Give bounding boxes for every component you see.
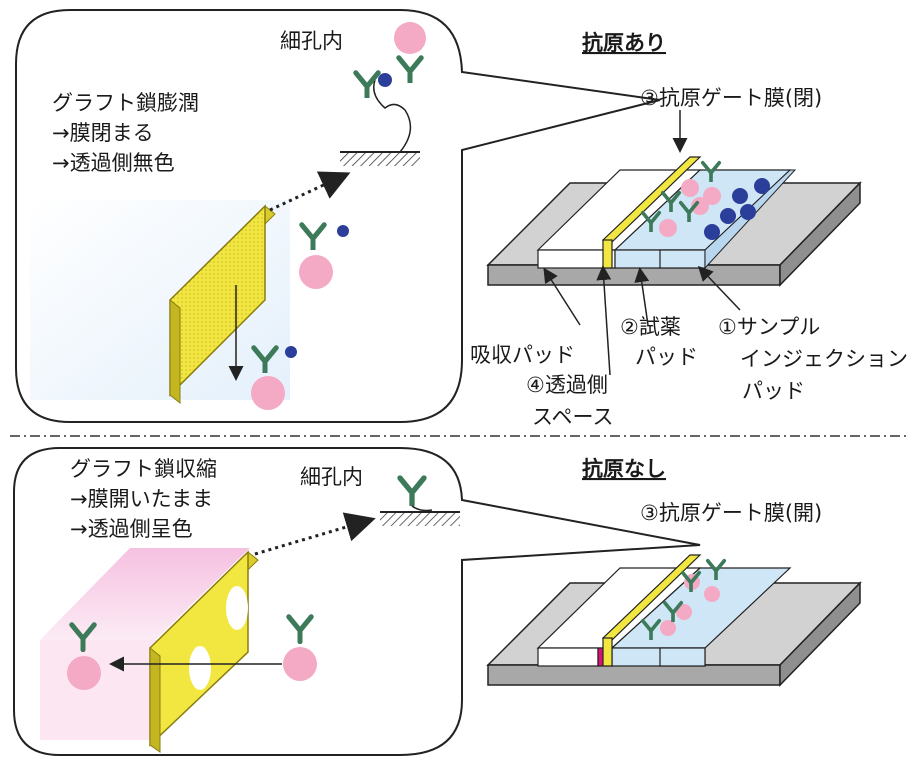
- top-label-permeate-2: スペース: [532, 405, 613, 429]
- bottom-stain-top: [40, 548, 250, 640]
- bottom-complex-1-particle: [283, 647, 317, 681]
- bottom-zoom-pointer: [254, 512, 376, 556]
- top-complex-1-particle: [299, 255, 333, 289]
- top-complex-1-antigen: [337, 225, 349, 237]
- top-label-sample-3: パッド: [742, 379, 805, 403]
- top-complex-2-particle: [251, 376, 285, 410]
- bottom-complex-2-particle: [67, 656, 101, 690]
- top-label-reagent-1: ②試薬: [620, 315, 681, 339]
- bottom-pore-hole-2: [189, 646, 211, 690]
- top-section: グラフト鎖膨潤 →膜閉まる →透過側無色 細孔内 抗原あり ③抗原ゲート膜(閉): [15, 9, 908, 429]
- top-label-sample-1: ①サンプル: [718, 315, 820, 339]
- top-graft-chain: [373, 79, 412, 153]
- top-device-particles: [659, 179, 721, 237]
- bottom-sample-pad: [659, 647, 706, 667]
- top-pore-antigen: [378, 73, 392, 87]
- top-label-reagent-2: パッド: [635, 345, 698, 369]
- bottom-stain-front: [40, 640, 158, 740]
- bottom-bubble-line-1: グラフト鎖収縮: [70, 457, 217, 481]
- bottom-bubble-line-3: →透過側呈色: [70, 517, 193, 541]
- bottom-bubble-line-2: →膜開いたまま: [70, 487, 213, 511]
- bottom-heading: 抗原なし: [582, 457, 666, 481]
- top-heading: 抗原あり: [582, 31, 666, 55]
- top-label-absorb: 吸収パッド: [470, 343, 575, 367]
- top-sample-pad: [659, 249, 706, 269]
- bottom-pore-hole-1: [226, 586, 248, 630]
- top-pore-label: 細孔内: [280, 29, 343, 53]
- top-label-sample-2: インジェクション: [740, 347, 908, 371]
- top-bubble-line-2: →膜閉まる: [52, 121, 154, 145]
- top-gate-label: ③抗原ゲート膜(閉): [640, 86, 822, 110]
- bottom-section: グラフト鎖収縮 →膜開いたまま →透過側呈色 細孔内 抗原なし ③抗原ゲート膜(…: [13, 447, 862, 756]
- bottom-gate-label: ③抗原ゲート膜(開): [640, 501, 822, 525]
- top-device-antigens: [704, 178, 770, 240]
- top-bubble-line-3: →透過側無色: [52, 151, 175, 175]
- bottom-pore-label: 細孔内: [300, 465, 363, 489]
- top-complex-2-antigen: [285, 346, 297, 358]
- bottom-pore-wall: [380, 512, 460, 526]
- top-bubble-line-1: グラフト鎖膨潤: [52, 91, 199, 115]
- top-pore-particle: [394, 22, 426, 54]
- top-label-permeate-1: ④透過側: [526, 373, 608, 397]
- top-pore-wall: [340, 152, 420, 166]
